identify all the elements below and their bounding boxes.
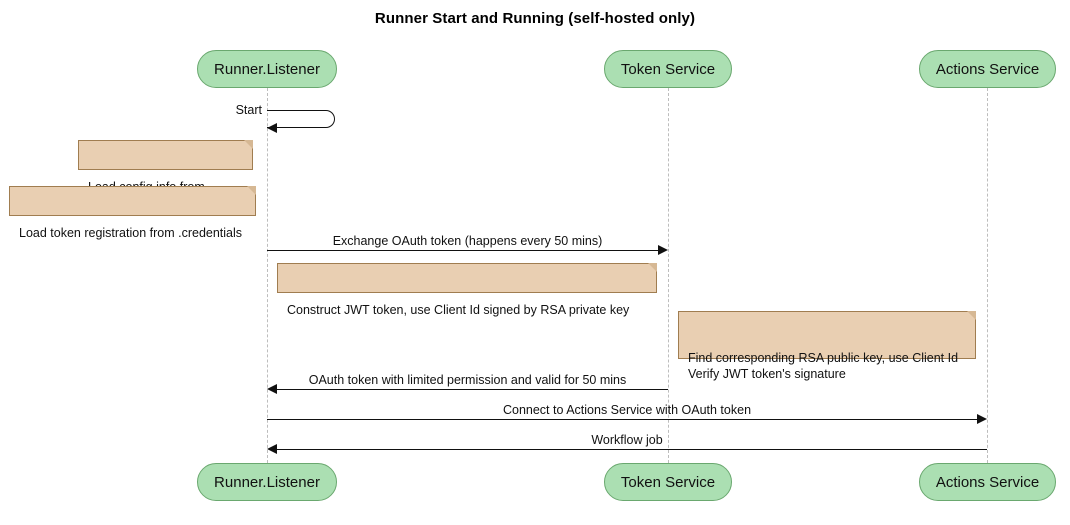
arrowhead-start xyxy=(267,123,277,133)
arrowhead-connect-actions-service xyxy=(977,414,987,424)
participant-label: Actions Service xyxy=(935,473,1040,491)
note-text: Load token registration from .credential… xyxy=(19,226,243,240)
message-line-connect-actions-service xyxy=(267,419,977,420)
note-fold-icon xyxy=(648,263,657,272)
participant-label: Actions Service xyxy=(935,60,1040,78)
note-text: Find corresponding RSA public key, use C… xyxy=(688,351,959,381)
note-load-token-registration: Load token registration from .credential… xyxy=(9,186,256,240)
participant-label: Runner.Listener xyxy=(214,60,320,78)
message-line-workflow-job xyxy=(277,449,987,450)
arrowhead-workflow-job xyxy=(267,444,277,454)
message-label-exchange-oauth-token: Exchange OAuth token (happens every 50 m… xyxy=(332,234,603,248)
message-line-exchange-oauth-token xyxy=(267,250,658,251)
arrowhead-oauth-token-response xyxy=(267,384,277,394)
diagram-title: Runner Start and Running (self-hosted on… xyxy=(374,10,696,27)
lifeline-actions xyxy=(987,88,988,463)
lifeline-runner xyxy=(267,88,268,463)
message-label-start: Start xyxy=(235,103,262,117)
participant-label: Token Service xyxy=(620,473,716,491)
message-selfloop-start xyxy=(267,110,335,128)
note-fold-icon xyxy=(244,140,253,149)
participant-actions-bottom[interactable]: Actions Service xyxy=(919,463,1056,501)
note-text: Construct JWT token, use Client Id signe… xyxy=(287,303,630,317)
note-construct-jwt: Construct JWT token, use Client Id signe… xyxy=(277,263,657,317)
participant-runner-top[interactable]: Runner.Listener xyxy=(197,50,337,88)
lifeline-token xyxy=(668,88,669,463)
participant-token-bottom[interactable]: Token Service xyxy=(604,463,732,501)
note-load-config: Load config info from .runner xyxy=(78,140,253,210)
participant-label: Runner.Listener xyxy=(214,473,320,491)
participant-actions-top[interactable]: Actions Service xyxy=(919,50,1056,88)
message-label-oauth-token-response: OAuth token with limited permission and … xyxy=(308,373,627,387)
participant-label: Token Service xyxy=(620,60,716,78)
note-verify-jwt: Find corresponding RSA public key, use C… xyxy=(678,311,976,381)
participant-runner-bottom[interactable]: Runner.Listener xyxy=(197,463,337,501)
message-label-connect-actions-service: Connect to Actions Service with OAuth to… xyxy=(502,403,752,417)
message-label-workflow-job: Workflow job xyxy=(591,433,663,447)
arrowhead-exchange-oauth-token xyxy=(658,245,668,255)
message-line-oauth-token-response xyxy=(277,389,668,390)
participant-token-top[interactable]: Token Service xyxy=(604,50,732,88)
note-fold-icon xyxy=(967,311,976,320)
note-fold-icon xyxy=(247,186,256,195)
